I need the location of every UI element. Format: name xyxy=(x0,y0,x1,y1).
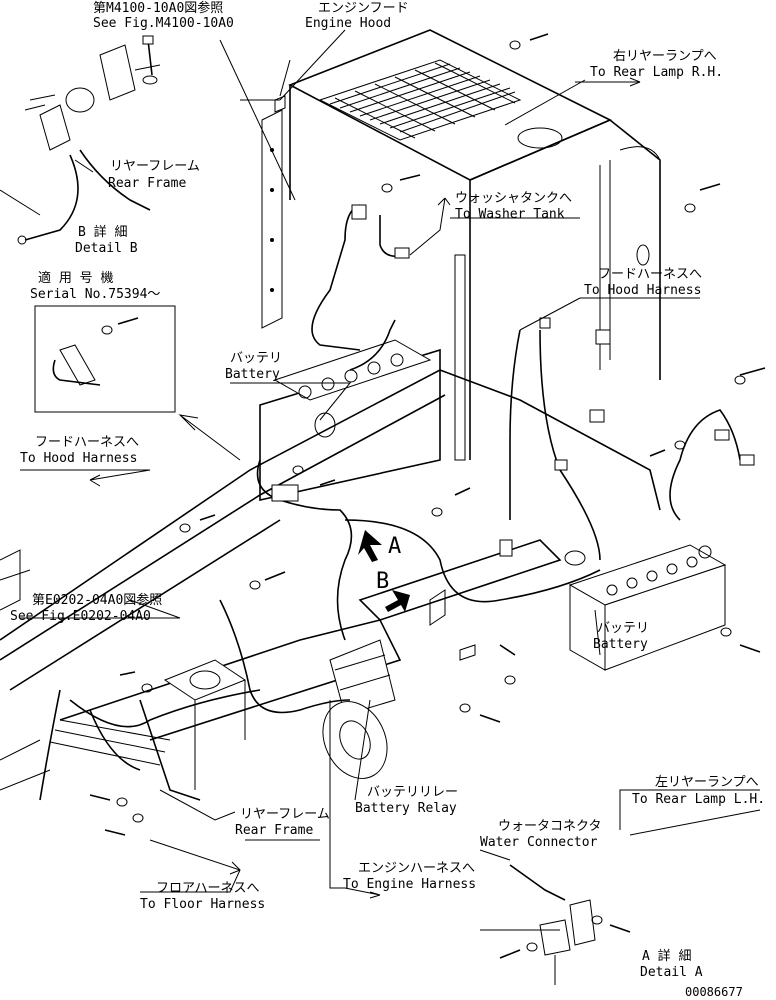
battery-top-en: Battery xyxy=(225,367,280,382)
washer-tank-en: To Washer Tank xyxy=(455,207,565,222)
floor-harness-jp: フロアハーネスへ xyxy=(156,881,259,896)
leader-lines xyxy=(20,29,761,899)
rear-lamp-rh-jp: 右リヤーランプへ xyxy=(613,49,717,64)
engine-harness-jp: エンジンハーネスへ xyxy=(358,861,475,876)
floor-harness-en: To Floor Harness xyxy=(140,897,265,912)
rear-frame-bottom-en: Rear Frame xyxy=(235,823,313,838)
engine-hood-en: Engine Hood xyxy=(305,16,391,31)
rear-frame-top-en: Rear Frame xyxy=(108,176,186,191)
engine-hood xyxy=(288,29,661,461)
hood-grille xyxy=(318,59,522,141)
detail-b-jp: B 詳 細 xyxy=(78,224,127,240)
callout-labels: 第M4100-10A0図参照 See Fig.M4100-10A0 エンジンフー… xyxy=(10,0,765,999)
fig-ref-top-en: See Fig.M4100-10A0 xyxy=(93,16,234,31)
water-connector-jp: ウォータコネクタ xyxy=(498,819,601,834)
hood-harness-right-en: To Hood Harness xyxy=(584,283,701,298)
hood-harness-left-en: To Hood Harness xyxy=(20,451,137,466)
bolts-and-washers xyxy=(89,33,766,836)
serial-en: Serial No.75394～ xyxy=(30,287,160,302)
battery-relay-en: Battery Relay xyxy=(355,801,457,816)
serial-detail-box xyxy=(34,305,176,413)
rear-lamp-rh-en: To Rear Lamp R.H. xyxy=(590,65,723,80)
battery-right-jp: バッテリ xyxy=(597,621,649,636)
battery-top-jp: バッテリ xyxy=(230,351,282,366)
rear-lamp-lh-jp: 左リヤーランプへ xyxy=(655,775,759,790)
battery-right-en: Battery xyxy=(593,637,648,652)
battery-relay-jp: バッテリリレー xyxy=(367,785,458,800)
detail-a-drawing xyxy=(480,864,631,985)
fig-ref-left-en: See Fig.E0202-04A0 xyxy=(10,609,151,624)
marker-a: A xyxy=(388,534,401,559)
hood-harness-right-jp: フードハーネスへ xyxy=(598,267,702,282)
battery-left xyxy=(273,339,432,438)
detail-a-en: Detail A xyxy=(640,965,703,980)
hood-harness-left-jp: フードハーネスへ xyxy=(35,435,139,450)
drawing-number: 00086677 xyxy=(685,985,743,999)
detail-b-en: Detail B xyxy=(75,241,138,256)
hood-side-bracket xyxy=(261,59,291,329)
detail-a-jp: A 詳 細 xyxy=(642,948,691,964)
square-duct xyxy=(163,659,247,790)
view-direction-arrows xyxy=(178,414,410,612)
detail-b-drawing xyxy=(0,35,161,245)
rear-frame-top-jp: リヤーフレーム xyxy=(110,159,200,174)
battery-right xyxy=(568,544,727,671)
fig-ref-left-jp: 第E0202-04A0図参照 xyxy=(32,592,162,608)
engine-harness-en: To Engine Harness xyxy=(343,877,476,892)
water-connector-en: Water Connector xyxy=(480,835,598,850)
engine-hood-jp: エンジンフード xyxy=(318,1,409,16)
battery-relay-unit xyxy=(322,639,396,779)
marker-b: B xyxy=(376,569,389,594)
fig-ref-top-jp: 第M4100-10A0図参照 xyxy=(93,0,223,16)
rear-lamp-lh-en: To Rear Lamp L.H. xyxy=(632,792,765,807)
washer-tank-jp: ウォッシャタンクへ xyxy=(455,191,572,206)
connectors xyxy=(271,204,755,661)
rear-frame-bottom-jp: リヤーフレーム xyxy=(240,807,330,822)
serial-jp: 適 用 号 機 xyxy=(38,270,113,286)
